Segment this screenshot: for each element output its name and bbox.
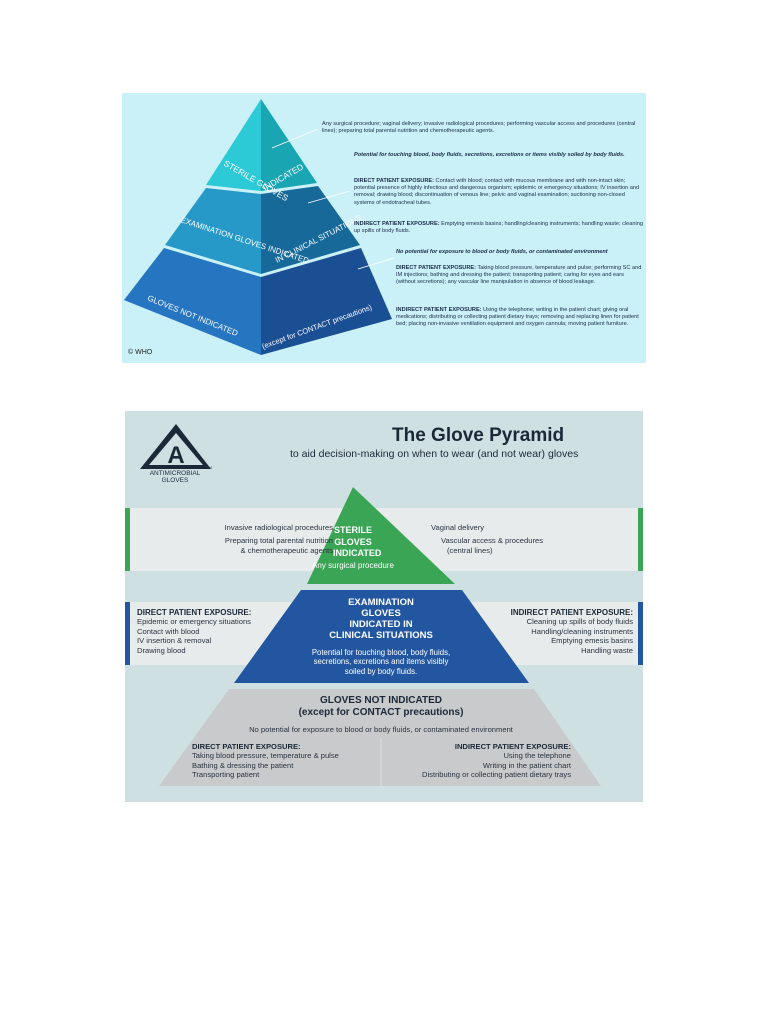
not-indicated-direct-list: DIRECT PATIENT EXPOSURE: Taking blood pr… <box>192 742 339 780</box>
who-leader-line-middle <box>307 190 351 204</box>
who-glove-pyramid-figure: STERILE GLOVES INDICATED EXAMINATION GLO… <box>122 93 646 363</box>
sterile-subtext: Any surgical procedure <box>312 561 394 570</box>
not-indicated-heading: GLOVES NOT INDICATED (except for CONTACT… <box>298 695 464 718</box>
logo-trademark: TM <box>206 465 212 470</box>
who-note-not-potential: No potential for exposure to blood or bo… <box>396 249 608 255</box>
sterile-right-items: Vaginal delivery Vascular access & proce… <box>431 523 543 555</box>
logo-triangle-inner <box>149 433 203 465</box>
who-bottom-tier-right <box>261 248 392 355</box>
sterile-heading: STERILE GLOVES INDICATED <box>333 525 382 558</box>
who-note-exam-indirect: INDIRECT PATIENT EXPOSURE: Emptying emes… <box>354 221 643 235</box>
who-middle-tier-left <box>165 188 261 274</box>
who-copyright: © WHO <box>128 349 153 356</box>
logo-letter-a: A <box>167 442 184 469</box>
examination-indirect-list: INDIRECT PATIENT EXPOSURE: Cleaning up s… <box>510 608 633 655</box>
who-top-tier-left <box>206 99 261 191</box>
page-title: The Glove Pyramid <box>392 425 565 446</box>
not-indicated-indirect-list: INDIRECT PATIENT EXPOSURE: Using the tel… <box>422 742 571 780</box>
band-examination-left-edge <box>125 602 130 665</box>
not-indicated-subtext: No potential for exposure to blood or bo… <box>249 725 513 734</box>
page-subtitle: to aid decision-making on when to wear (… <box>290 448 579 460</box>
who-pyramid-graphic: STERILE GLOVES INDICATED EXAMINATION GLO… <box>124 99 395 355</box>
who-note-not-indirect: INDIRECT PATIENT EXPOSURE: Using the tel… <box>396 307 639 328</box>
band-sterile-right-edge <box>638 508 643 571</box>
who-leader-line-bottom <box>357 257 395 270</box>
band-sterile-left-edge <box>125 508 130 571</box>
tier-examination <box>234 590 529 683</box>
glove-pyramid-figure: A TM The Glove Pyramid to aid decision-m… <box>125 411 643 802</box>
sterile-left-items: Invasive radiological procedures Prepari… <box>224 523 333 555</box>
who-note-exam-potential: Potential for touching blood, body fluid… <box>354 152 625 158</box>
logo-wordmark: ANTIMICROBIAL GLOVES <box>149 470 201 484</box>
tier-not-indicated <box>159 689 601 786</box>
who-note-exam-direct: DIRECT PATIENT EXPOSURE: Contact with bl… <box>354 178 640 206</box>
examination-heading: EXAMINATION GLOVES INDICATED IN CLINICAL… <box>329 597 433 641</box>
glove-pyramid-graphic: A TM <box>125 424 643 786</box>
band-examination-right-edge <box>638 602 643 665</box>
who-note-sterile: Any surgical procedure; vaginal delivery… <box>322 121 636 135</box>
who-note-not-direct: DIRECT PATIENT EXPOSURE: Taking blood pr… <box>396 265 642 286</box>
examination-direct-list: DIRECT PATIENT EXPOSURE: Epidemic or eme… <box>137 608 252 655</box>
examination-subtext: Potential for touching blood, body fluid… <box>311 648 451 676</box>
who-top-tier-right <box>261 99 317 191</box>
who-bottom-tier-left <box>124 248 261 355</box>
tier-sterile <box>307 487 455 584</box>
who-middle-tier-right <box>261 186 360 274</box>
who-leader-line-top <box>271 128 319 149</box>
